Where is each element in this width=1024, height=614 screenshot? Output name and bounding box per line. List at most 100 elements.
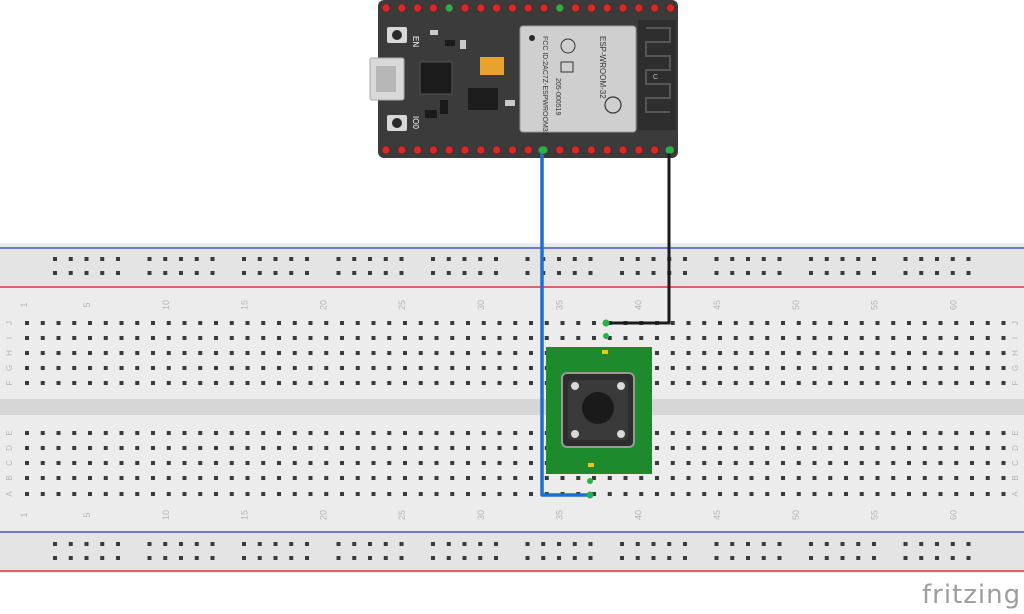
rail-hole [68, 257, 73, 261]
rail-hole [462, 271, 467, 275]
breadboard-hole [670, 446, 675, 450]
rail-hole [446, 271, 451, 275]
breadboard-hole [198, 461, 203, 465]
breadboard-hole [828, 446, 833, 450]
breadboard-hole [261, 492, 266, 496]
breadboard-hole [1001, 492, 1006, 496]
breadboard-hole [702, 381, 707, 385]
breadboard-hole [340, 351, 344, 355]
rail-hole [746, 257, 750, 261]
breadboard-hole [450, 476, 455, 480]
rail-hole [383, 556, 388, 560]
rail-hole [336, 556, 341, 560]
rail-hole [163, 257, 168, 261]
breadboard-hole [828, 461, 833, 465]
header-pin [587, 145, 596, 155]
row-letter: F [5, 380, 14, 385]
breadboard-hole [214, 492, 218, 496]
module-line-3: 205-000519 [554, 78, 561, 115]
breadboard-hole [151, 366, 155, 370]
breadboard-hole [387, 431, 392, 435]
breadboard-hole [25, 366, 29, 370]
breadboard-hole [88, 461, 92, 465]
rail-hole [179, 271, 183, 275]
breadboard-hole [938, 351, 943, 355]
column-number: 5 [82, 302, 92, 307]
header-pin [381, 145, 391, 155]
breadboard-hole [308, 381, 313, 385]
breadboard-hole [403, 336, 407, 340]
rail-hole [242, 257, 246, 261]
header-pin [618, 3, 628, 13]
breadboard-hole [466, 446, 470, 450]
breadboard-hole [796, 431, 801, 435]
breadboard-hole [749, 461, 754, 465]
breadboard-hole [481, 446, 486, 450]
breadboard-hole [513, 366, 518, 370]
breadboard-hole [529, 336, 533, 340]
breadboard-hole [292, 381, 297, 385]
header-pin [492, 3, 501, 13]
breadboard-hole [466, 431, 470, 435]
breadboard-hole [828, 366, 833, 370]
rail-hole [257, 257, 262, 261]
breadboard-hole [450, 381, 455, 385]
rail-hole [147, 271, 152, 275]
black-wire[interactable] [606, 150, 671, 325]
breadboard-hole [670, 336, 675, 340]
rail-hole [761, 542, 766, 546]
rail-hole [257, 542, 262, 546]
breadboard-hole [481, 431, 486, 435]
smd-part-3 [460, 40, 466, 49]
breadboard-hole [198, 492, 203, 496]
rail-hole [856, 556, 861, 560]
breadboard-hole [387, 351, 392, 355]
en-button-cap[interactable] [392, 30, 402, 40]
breadboard-hole [103, 321, 108, 325]
rail-hole [399, 556, 404, 560]
breadboard-hole [718, 461, 722, 465]
rail-hole [305, 556, 309, 560]
breadboard-hole [985, 492, 990, 496]
rail-hole [635, 271, 640, 275]
breadboard-hole [245, 321, 250, 325]
breadboard-hole [88, 351, 92, 355]
rail-hole [336, 542, 341, 546]
breadboard-hole [607, 336, 612, 340]
breadboard-hole [166, 351, 171, 355]
breadboard-hole [355, 351, 360, 355]
header-pin [508, 145, 517, 155]
breadboard-hole [497, 431, 502, 435]
row-letter: A [5, 491, 14, 497]
breadboard-hole [340, 492, 344, 496]
breadboard-hole [844, 336, 848, 340]
breadboard-hole [418, 381, 423, 385]
espressif-logo-icon [604, 96, 622, 114]
breadboard-hole [25, 492, 29, 496]
breadboard-hole [970, 476, 974, 480]
breadboard-hole [481, 381, 486, 385]
breadboard-hole [954, 492, 959, 496]
breadboard-hole [796, 351, 801, 355]
breadboard-hole [25, 351, 29, 355]
breadboard-hole [88, 381, 92, 385]
breadboard-hole [56, 351, 61, 355]
wires [538, 146, 673, 499]
breadboard-hole [151, 381, 155, 385]
blue-wire[interactable] [540, 150, 590, 497]
button-cap[interactable] [582, 392, 614, 424]
breadboard-hole [907, 461, 911, 465]
rail-hole [210, 271, 215, 275]
breadboard-hole [119, 461, 124, 465]
breadboard-hole [229, 351, 234, 355]
breadboard-hole [324, 321, 329, 325]
breadboard-hole [765, 381, 770, 385]
io0-button-cap[interactable] [392, 118, 402, 128]
column-number: 60 [948, 300, 958, 310]
rail-hole [714, 271, 719, 275]
rail-hole [431, 257, 435, 261]
rail-hole [683, 542, 687, 546]
breadboard-hole [119, 476, 124, 480]
breadboard-hole [718, 336, 722, 340]
row-letter: H [5, 350, 14, 356]
